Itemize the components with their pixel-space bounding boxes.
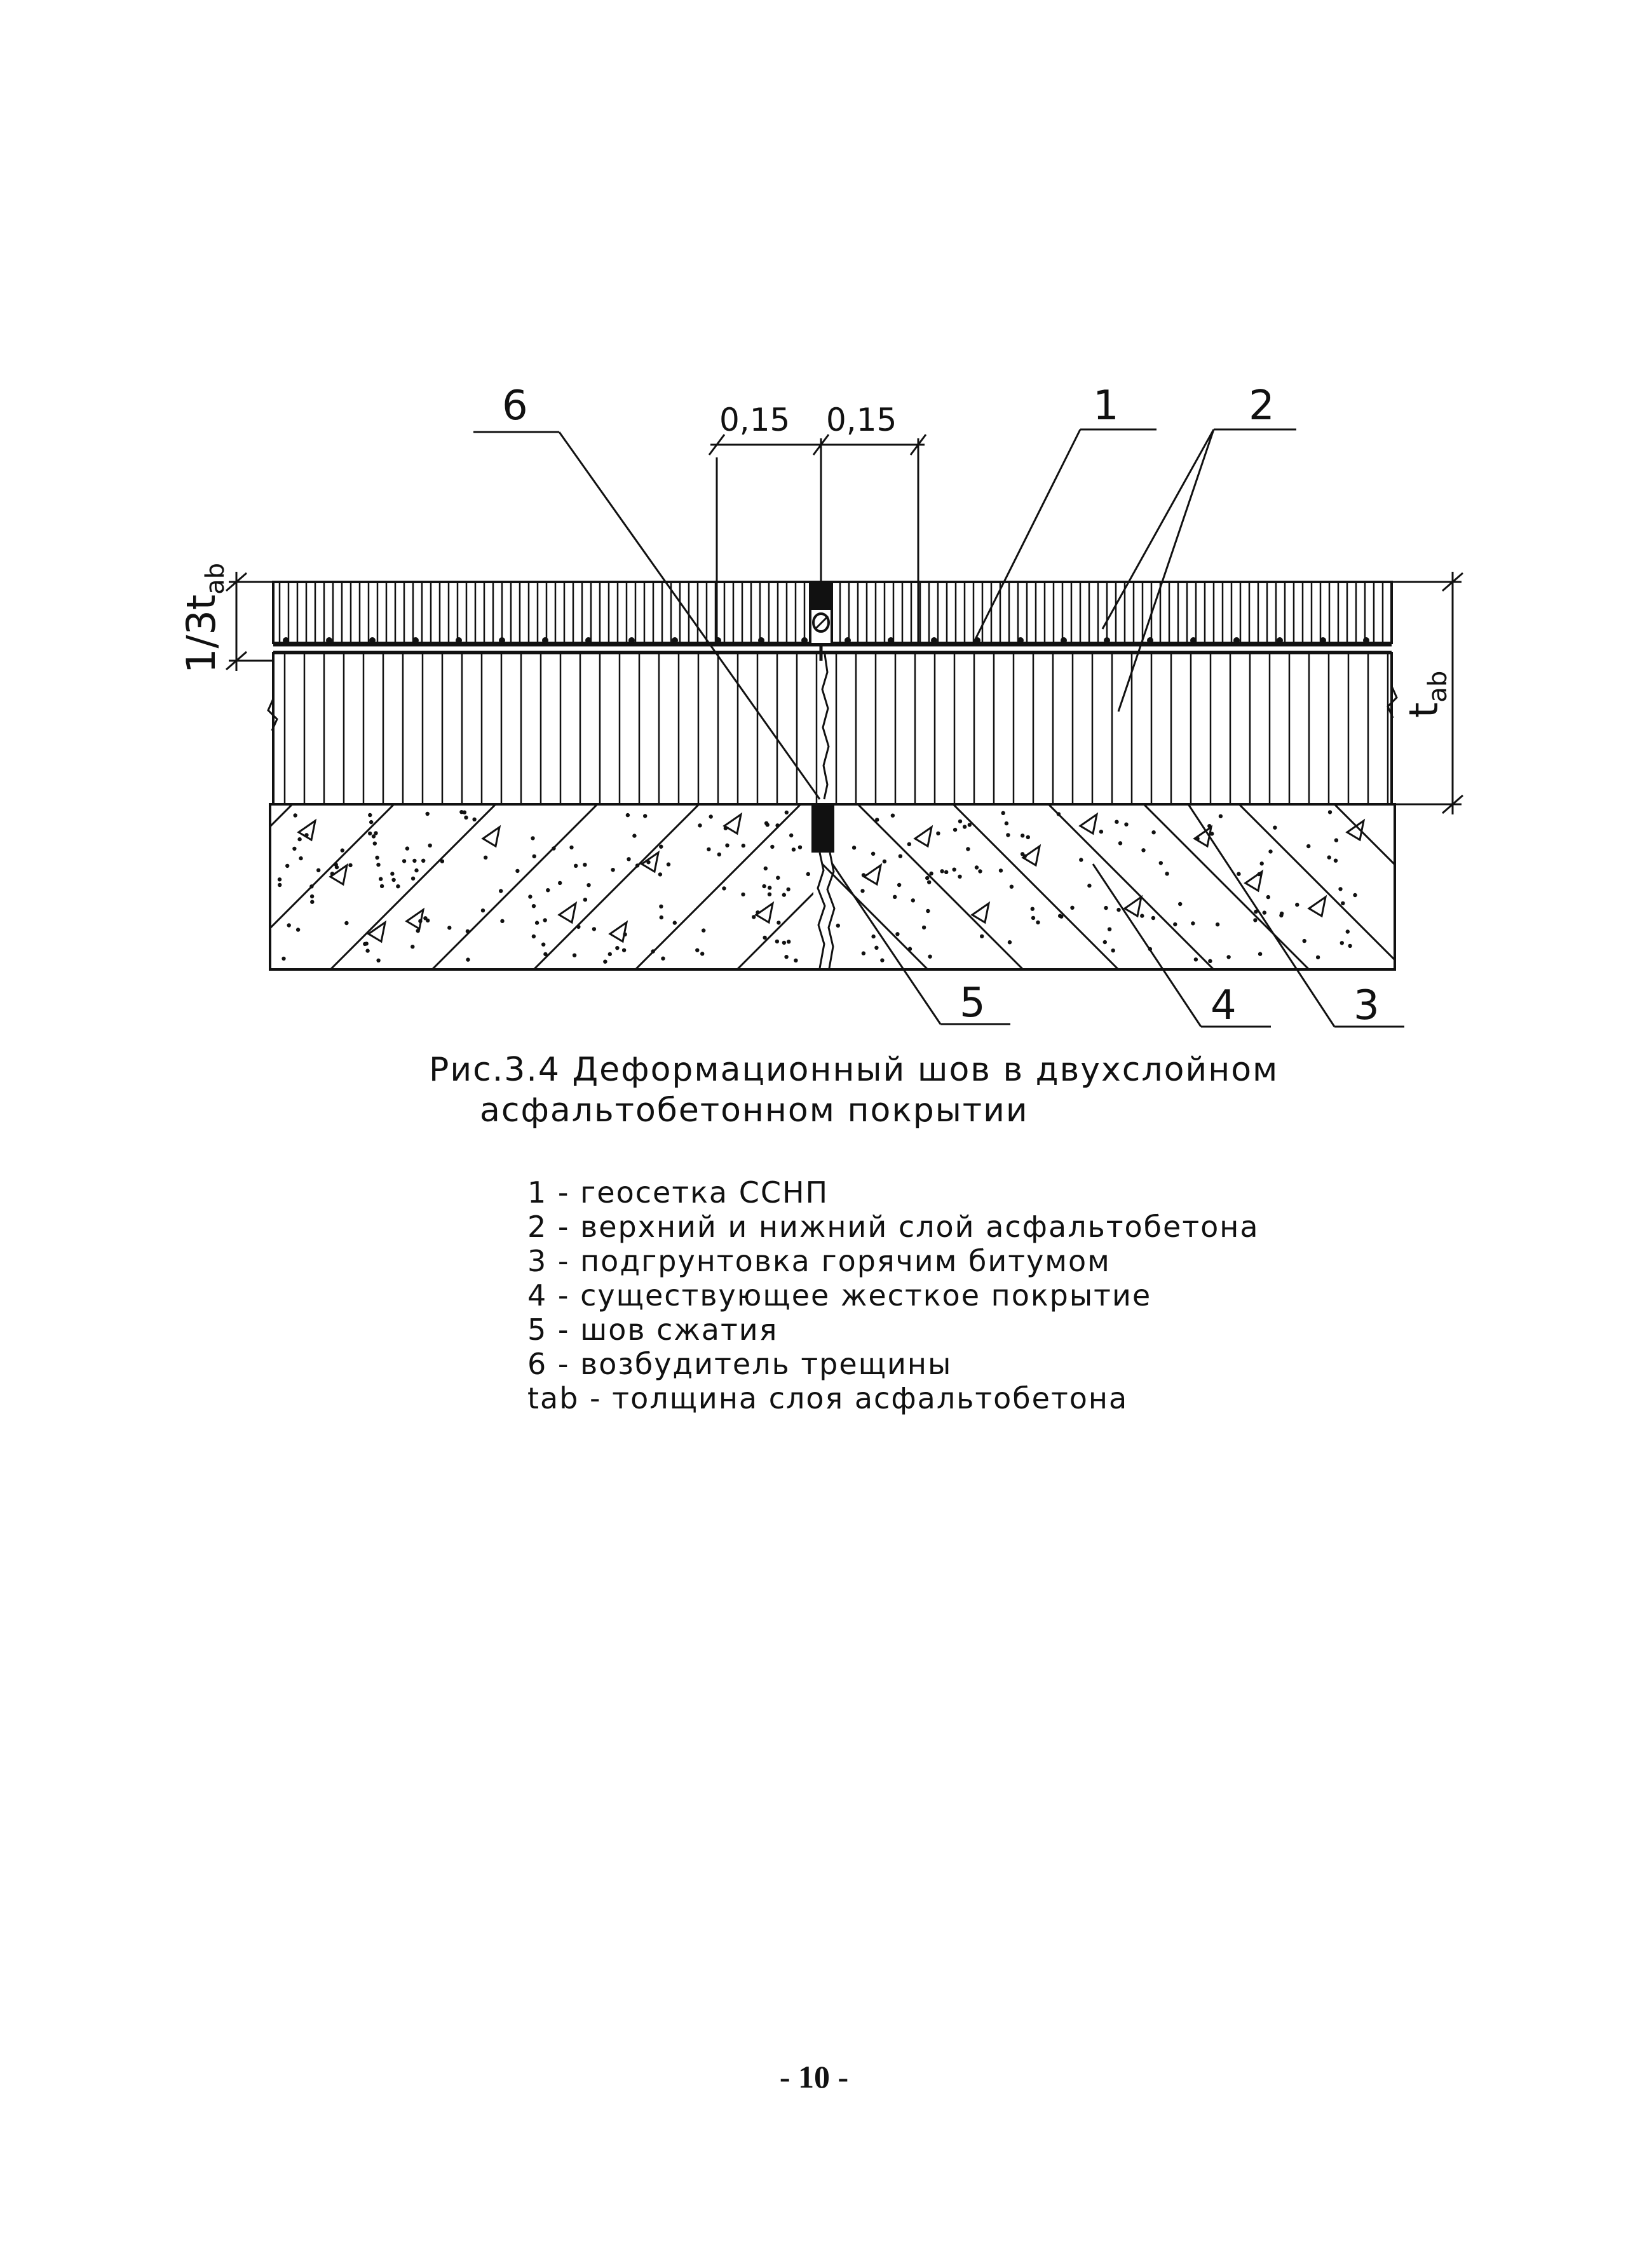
concrete-pavement <box>269 803 1396 971</box>
leader-6 <box>473 431 821 800</box>
callout-1: 1 <box>1093 382 1119 429</box>
leader-1 <box>971 428 1157 646</box>
legend-item-5: 5 - шов сжатия <box>527 1313 778 1347</box>
leader-4 <box>1092 863 1271 1028</box>
legend-item-2: 2 - верхний и нижний слой асфальтобетона <box>527 1210 1259 1244</box>
callout-2: 2 <box>1249 382 1275 429</box>
legend-item-6: 6 - возбудитель трещины <box>527 1347 953 1381</box>
total-layer-label: tab <box>1401 671 1453 718</box>
leader-3 <box>1187 804 1404 1028</box>
contraction-joint <box>811 804 836 969</box>
legend-item-7: tab - толщина слоя асфальтобетона <box>527 1381 1129 1415</box>
break-mark-left <box>267 698 278 731</box>
upper-layer-label: 1/3tab <box>178 563 230 673</box>
callout-6: 6 <box>502 382 528 429</box>
legend-item-1: 1 - геосетка ССНП <box>527 1175 829 1210</box>
left-width-label: 0,15 <box>719 402 790 438</box>
legend-list: 1 - геосетка ССНП 2 - верхний и нижний с… <box>527 1175 1544 1415</box>
callout-4: 4 <box>1211 982 1237 1029</box>
legend-item-4: 4 - существующее жесткое покрытие <box>527 1278 1152 1313</box>
right-width-label: 0,15 <box>826 402 897 438</box>
legend-item-3: 3 - подгрунтовка горячим битумом <box>527 1244 1111 1278</box>
break-mark-right <box>1387 685 1398 719</box>
crack-initiator <box>809 582 833 661</box>
crack-lower-layer <box>821 654 830 800</box>
leader-2 <box>1101 428 1296 712</box>
page-number: - 10 - <box>779 2059 849 2095</box>
caption-line-1: Рис.3.4 Деформационный шов в двухслойном <box>429 1051 1279 1089</box>
callout-5: 5 <box>960 980 986 1027</box>
figure-caption: Рис.3.4 Деформационный шов в двухслойном… <box>429 1050 1573 1131</box>
top-dimension <box>708 434 927 643</box>
upper-layer-dimension <box>226 572 273 671</box>
total-layer-dimension <box>1392 572 1463 814</box>
caption-line-2: асфальтобетонном покрытии <box>480 1091 1029 1130</box>
lower-asphalt-layer <box>272 652 1393 806</box>
leader-5 <box>831 863 1010 1025</box>
callout-3: 3 <box>1353 982 1380 1029</box>
